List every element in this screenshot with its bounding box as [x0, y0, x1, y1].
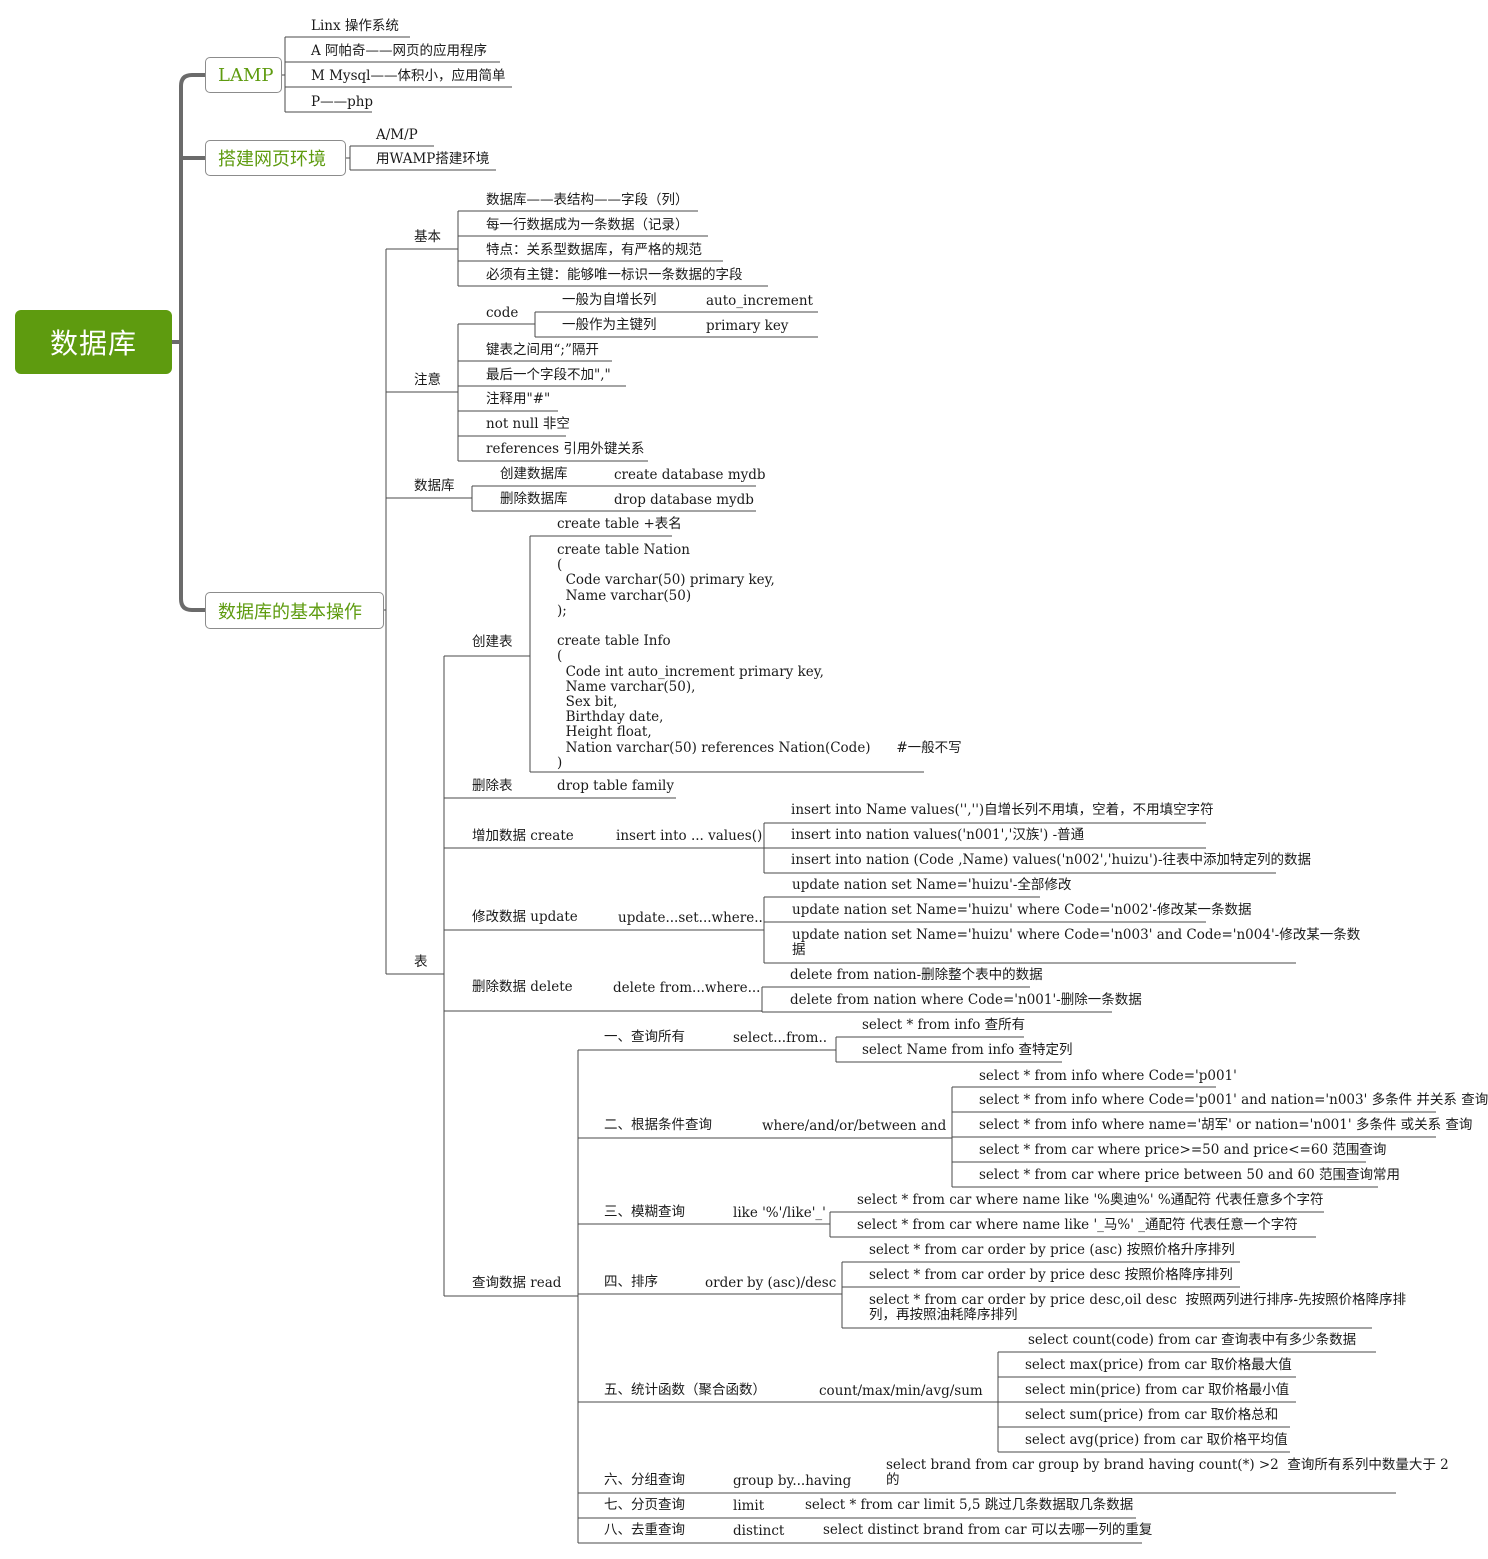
- q6-value: select brand from car group by brand hav…: [886, 1457, 1449, 1489]
- update-label: 修改数据 update: [472, 909, 578, 925]
- q2-item: select * from car where price between 50…: [979, 1167, 1400, 1183]
- q2-item: select * from info where Code='p001': [979, 1068, 1237, 1084]
- q5-item: select avg(price) from car 取价格平均值: [1025, 1432, 1288, 1448]
- ops-node[interactable]: 数据库的基本操作: [205, 592, 384, 629]
- q7-syntax: limit: [733, 1498, 765, 1514]
- q4-item: select * from car order by price (asc) 按…: [869, 1242, 1235, 1258]
- db-op-sql: create database mydb: [614, 467, 766, 483]
- update-item: update nation set Name='huizu'-全部修改: [792, 877, 1072, 893]
- insert-item: insert into nation (Code ,Name) values('…: [791, 852, 1312, 868]
- note-item: 最后一个字段不加",": [486, 367, 611, 383]
- db-label: 数据库: [414, 478, 455, 494]
- db-op-label: 删除数据库: [500, 491, 568, 507]
- env-node[interactable]: 搭建网页环境: [205, 140, 346, 176]
- update-item: update nation set Name='huizu' where Cod…: [792, 902, 1252, 918]
- note-item: not null 非空: [486, 416, 570, 432]
- q8-syntax: distinct: [733, 1523, 785, 1539]
- lamp-item: P——php: [311, 94, 374, 110]
- insert-syntax: insert into ... values(): [616, 828, 763, 844]
- q8-label: 八、去重查询: [604, 1522, 685, 1538]
- create-table-syntax: create table +表名: [557, 516, 682, 532]
- basic-item: 数据库——表结构——字段（列）: [486, 192, 689, 208]
- q8-value: select distinct brand from car 可以去哪一列的重复: [823, 1522, 1153, 1538]
- connector-lines: [172, 36, 1436, 1544]
- db-op-label: 创建数据库: [500, 466, 568, 482]
- env-item: A/M/P: [376, 127, 418, 143]
- env-label: 搭建网页环境: [218, 149, 326, 170]
- root-node[interactable]: 数据库: [15, 310, 172, 374]
- q6-syntax: group by...having: [733, 1473, 852, 1489]
- delete-label: 删除数据 delete: [472, 979, 573, 995]
- q3-label: 三、模糊查询: [604, 1204, 685, 1220]
- q5-label: 五、统计函数（聚合函数）: [604, 1382, 766, 1398]
- q2-label: 二、根据条件查询: [604, 1117, 712, 1133]
- db-op-sql: drop database mydb: [614, 492, 754, 508]
- note-code-desc: 一般为自增长列: [562, 292, 657, 308]
- root-label: 数据库: [49, 327, 137, 360]
- q1-item: select * from info 查所有: [862, 1017, 1026, 1033]
- note-label: 注意: [414, 372, 441, 388]
- q4-syntax: order by (asc)/desc: [705, 1275, 837, 1291]
- basic-label: 基本: [414, 229, 441, 245]
- insert-item: insert into Name values('','')自增长列不用填，空着…: [791, 802, 1214, 818]
- note-item: 键表之间用“;”隔开: [486, 342, 599, 358]
- q1-syntax: select...from..: [733, 1030, 828, 1046]
- q2-item: select * from info where Code='p001' and…: [979, 1092, 1488, 1108]
- insert-label: 增加数据 create: [472, 828, 574, 844]
- q5-item: select min(price) from car 取价格最小值: [1025, 1382, 1290, 1398]
- q7-value: select * from car limit 5,5 跳过几条数据取几条数据: [805, 1497, 1134, 1513]
- create-table-label: 创建表: [472, 634, 513, 650]
- q5-syntax: count/max/min/avg/sum: [819, 1383, 983, 1399]
- note-item: references 引用外键关系: [486, 441, 645, 457]
- basic-item: 必须有主键：能够唯一标识一条数据的字段: [486, 267, 743, 283]
- basic-item: 每一行数据成为一条数据（记录）: [486, 217, 689, 233]
- q2-item: select * from car where price>=50 and pr…: [979, 1142, 1387, 1158]
- note-code-label: code: [486, 305, 519, 321]
- lamp-label: LAMP: [218, 64, 274, 86]
- note-item: 注释用"#": [486, 391, 551, 407]
- drop-table-sql: drop table family: [557, 778, 674, 794]
- table-label: 表: [414, 954, 428, 970]
- delete-item: delete from nation where Code='n001'-删除一…: [790, 992, 1142, 1008]
- basic-item: 特点：关系型数据库，有严格的规范: [486, 242, 702, 258]
- ops-label: 数据库的基本操作: [218, 601, 362, 623]
- q3-item: select * from car where name like '%奥迪%'…: [857, 1192, 1324, 1208]
- q4-item: select * from car order by price desc,oi…: [869, 1292, 1407, 1324]
- q1-item: select Name from info 查特定列: [862, 1042, 1073, 1058]
- lamp-item: A 阿帕奇——网页的应用程序: [311, 43, 488, 59]
- update-syntax: update...set...where..: [618, 910, 763, 926]
- env-item: 用WAMP搭建环境: [376, 151, 490, 167]
- q2-syntax: where/and/or/between and: [762, 1118, 947, 1134]
- note-code-value: primary key: [706, 318, 789, 334]
- lamp-node[interactable]: LAMP: [205, 57, 282, 93]
- q3-item: select * from car where name like '_马%' …: [857, 1217, 1298, 1233]
- drop-table-label: 删除表: [472, 778, 513, 794]
- q4-item: select * from car order by price desc 按照…: [869, 1267, 1233, 1283]
- create-table-code: create table Nation ( Code varchar(50) p…: [557, 542, 962, 771]
- q6-label: 六、分组查询: [604, 1472, 685, 1488]
- note-code-value: auto_increment: [706, 293, 813, 309]
- delete-syntax: delete from...where...: [613, 980, 761, 996]
- note-code-desc: 一般作为主键列: [562, 317, 657, 333]
- update-item: update nation set Name='huizu' where Cod…: [792, 927, 1361, 959]
- read-label: 查询数据 read: [472, 1275, 562, 1291]
- lamp-item: M Mysql——体积小，应用简单: [311, 68, 506, 84]
- mind-map: 数据库 LAMP Linx 操作系统 A 阿帕奇——网页的应用程序 M Mysq…: [15, 18, 1488, 1544]
- insert-item: insert into nation values('n001','汉族') -…: [791, 827, 1085, 843]
- delete-item: delete from nation-删除整个表中的数据: [790, 967, 1043, 983]
- q5-item: select sum(price) from car 取价格总和: [1025, 1407, 1279, 1423]
- q2-item: select * from info where name='胡军' or na…: [979, 1117, 1473, 1133]
- q3-syntax: like '%'/like'_': [733, 1205, 826, 1221]
- q7-label: 七、分页查询: [604, 1497, 685, 1513]
- q4-label: 四、排序: [604, 1274, 658, 1290]
- q5-item: select max(price) from car 取价格最大值: [1025, 1357, 1292, 1373]
- q1-label: 一、查询所有: [604, 1029, 685, 1045]
- lamp-item: Linx 操作系统: [311, 18, 399, 34]
- q5-item: select count(code) from car 查询表中有多少条数据: [1028, 1332, 1357, 1348]
